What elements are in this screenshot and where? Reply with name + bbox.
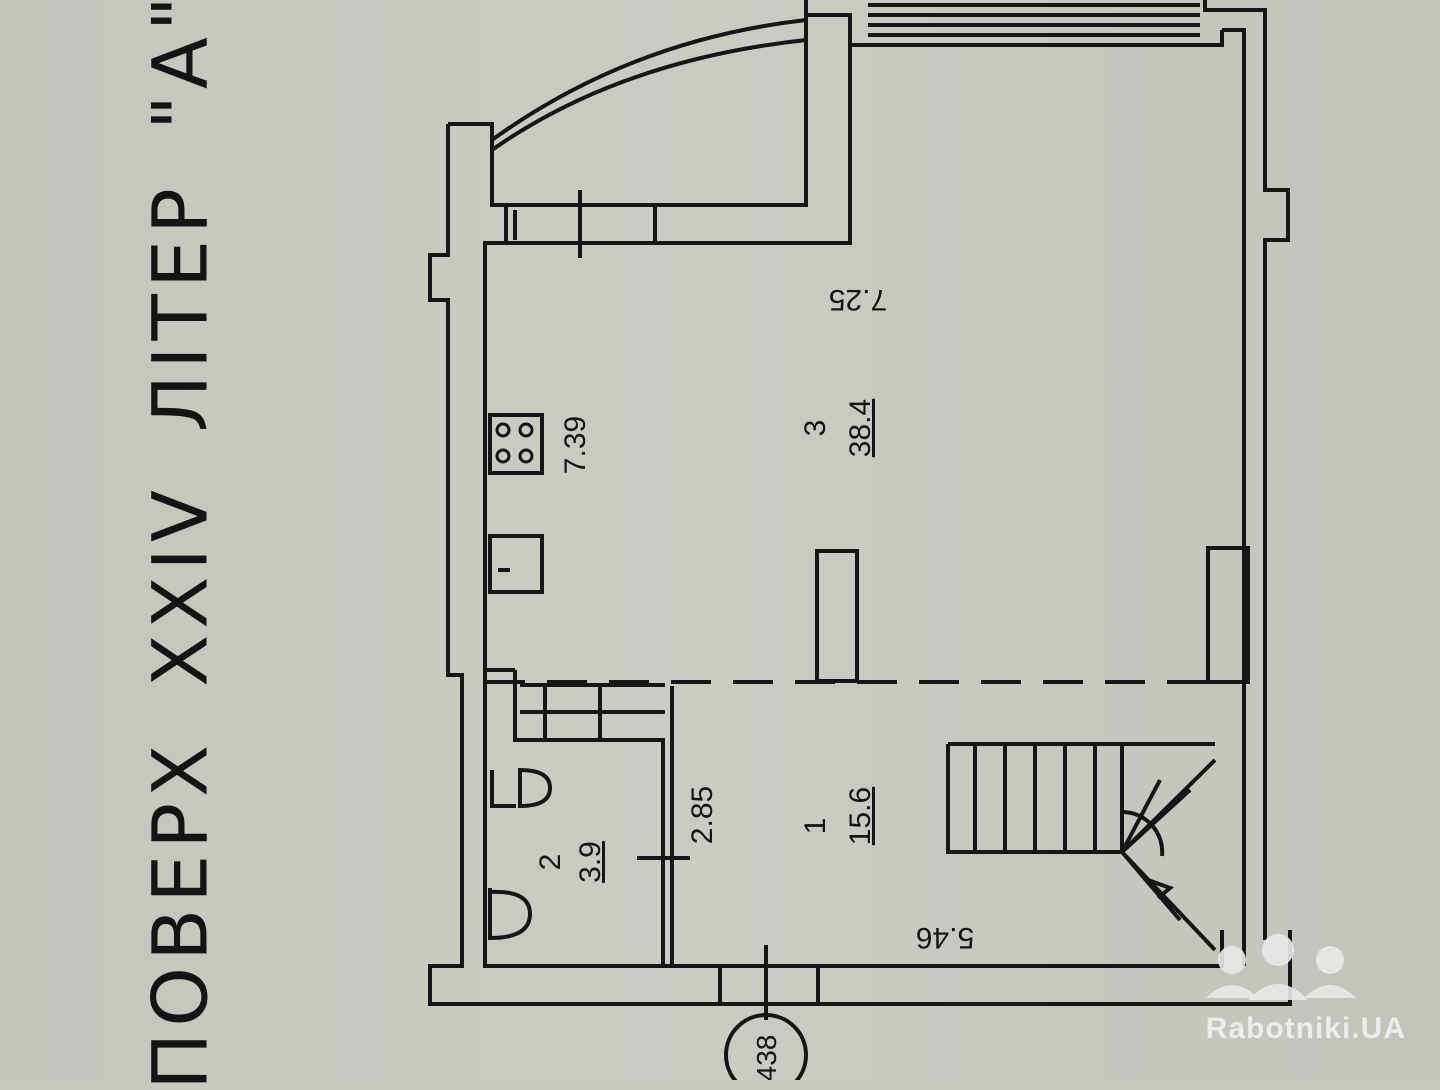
- room-2-number: 2: [534, 854, 567, 871]
- top-dimension: 7.25: [829, 283, 887, 316]
- corridor-dimension: 2.85: [686, 786, 719, 844]
- column: [815, 549, 859, 683]
- washbasin-icon: [488, 888, 533, 940]
- staircase-arc: [1121, 809, 1165, 857]
- room-3-area: 38.4: [844, 399, 877, 457]
- watermark-text: Rabotniki.UA: [1205, 1012, 1406, 1045]
- stove-burners: [495, 422, 534, 464]
- balcony-arc-outer: [490, 18, 807, 142]
- toilet-icon: [490, 767, 553, 809]
- exterior-wall-left: [448, 122, 1224, 968]
- entry-door: [718, 945, 820, 1020]
- bottom-dimension: 5.46: [916, 921, 974, 954]
- bathroom-wall: [485, 668, 674, 966]
- sink-icon: [488, 534, 544, 594]
- kitchen-dimension: 7.39: [559, 416, 592, 474]
- exterior-wall-left-outer: [428, 124, 1292, 1006]
- balcony-window: [513, 190, 657, 258]
- balcony-wall: [506, 13, 852, 245]
- watermark-logo-icon: [1206, 934, 1356, 1000]
- axis-marker-label: 438: [751, 1035, 782, 1080]
- right-window: [1206, 546, 1250, 684]
- axis-bubble: [724, 1013, 808, 1080]
- staircase: [946, 742, 1217, 952]
- top-wall: [804, 0, 1224, 47]
- room-1-number: 1: [799, 818, 832, 835]
- bathroom-partition: [520, 683, 665, 742]
- stair-arrow: [1147, 878, 1174, 900]
- exterior-wall-right-inner: [1222, 28, 1246, 966]
- room-1-area: 15.6: [844, 787, 877, 845]
- room-2-area: 3.9: [574, 841, 607, 883]
- exterior-wall-right-outer: [1203, 0, 1290, 940]
- room-3-number: 3: [799, 420, 832, 437]
- balcony-arc: [490, 38, 807, 152]
- stove-icon: [488, 413, 544, 475]
- top-window: [868, 3, 1200, 37]
